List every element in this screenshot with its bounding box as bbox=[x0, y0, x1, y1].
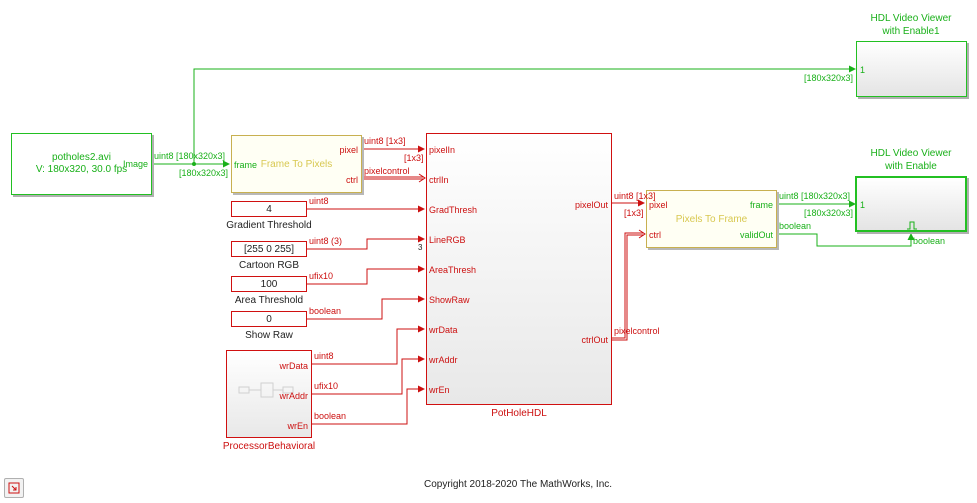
viewer1-dim-label: [180x320x3] bbox=[804, 73, 854, 83]
processor-behavioral-block[interactable]: wrData wrAddr wrEn bbox=[226, 350, 312, 438]
valid-signal-type: boolean bbox=[779, 221, 812, 231]
hdl-in-wraddr: wrAddr bbox=[429, 355, 458, 365]
hdl-in-gradthresh: GradThresh bbox=[429, 205, 478, 215]
hdl-in-pixelin: pixelIn bbox=[429, 145, 456, 155]
constant-value: 100 bbox=[260, 279, 278, 290]
viewer1-title-line2: with Enable1 bbox=[882, 26, 940, 37]
viewer2-title-line1: HDL Video Viewer bbox=[870, 148, 952, 159]
hdl-ctrl-signal-type: pixelcontrol bbox=[614, 326, 660, 336]
wren-signal-type: boolean bbox=[314, 411, 347, 421]
cartoon-rgb-constant[interactable]: [255 0 255] bbox=[231, 241, 307, 257]
showraw-signal-type: boolean bbox=[309, 306, 342, 316]
f2p-out-ctrl: ctrl bbox=[346, 175, 358, 185]
p2f-out-validout: validOut bbox=[739, 230, 773, 240]
proc-out-wren: wrEn bbox=[287, 421, 308, 431]
frame-to-pixels-title: Frame To Pixels bbox=[260, 159, 333, 170]
pixels-to-frame-title: Pixels To Frame bbox=[675, 214, 748, 225]
hdl-video-viewer-enable1-block[interactable]: 1 bbox=[856, 41, 967, 97]
pothole-hdl-block[interactable]: pixelIn ctrlIn GradThresh LineRGB 3 Area… bbox=[418, 133, 612, 405]
viewer2-in-port: 1 bbox=[860, 200, 866, 210]
source-format: V: 180x320, 30.0 fps bbox=[35, 164, 128, 175]
source-signal-type: uint8 [180x320x3] bbox=[154, 151, 226, 161]
area-threshold-constant[interactable]: 100 bbox=[231, 276, 307, 292]
pothole-hdl-label: PotHoleHDL bbox=[491, 408, 547, 419]
linergb-dim: 3 bbox=[418, 243, 423, 252]
viewer2-title-line2: with Enable bbox=[885, 161, 937, 172]
hdl-in-wren: wrEn bbox=[429, 385, 450, 395]
source-signal-dim: [180x320x3] bbox=[179, 168, 229, 178]
processor-behavioral-label: ProcessorBehavioral bbox=[222, 441, 316, 452]
hdl-in-areathresh: AreaThresh bbox=[429, 265, 477, 275]
copyright-text: Copyright 2018-2020 The MathWorks, Inc. bbox=[423, 479, 613, 490]
enable-port-icon bbox=[907, 221, 917, 230]
viewer2-dim-label: [180x320x3] bbox=[804, 208, 854, 218]
pixel-signal-type: uint8 [1x3] bbox=[364, 136, 406, 146]
show-raw-constant[interactable]: 0 bbox=[231, 311, 307, 327]
hdl-out-ctrlout: ctrlOut bbox=[581, 335, 608, 345]
proc-out-wraddr: wrAddr bbox=[279, 391, 308, 401]
gradient-signal-type: uint8 bbox=[309, 196, 329, 206]
hdl-video-viewer-enable-block[interactable]: 1 bbox=[855, 176, 967, 232]
subsystem-thumbnail-icon bbox=[238, 382, 294, 398]
hdl-in-wrdata: wrData bbox=[429, 325, 458, 335]
hdl-in-ctrlin: ctrlIn bbox=[429, 175, 449, 185]
video-source-block[interactable]: potholes2.avi V: 180x320, 30.0 fps Image bbox=[11, 133, 152, 195]
f2p-out-pixel: pixel bbox=[339, 145, 358, 155]
rgb-signal-type: uint8 (3) bbox=[309, 236, 343, 246]
show-raw-label: Show Raw bbox=[245, 330, 293, 341]
constant-value: 0 bbox=[266, 314, 272, 325]
hdl-out-pixelout: pixelOut bbox=[574, 200, 608, 210]
area-signal-type: ufix10 bbox=[309, 271, 334, 281]
hdl-in-linergb: LineRGB bbox=[429, 235, 466, 245]
viewer2-enable-type: boolean bbox=[913, 236, 946, 246]
p2f-in-ctrl: ctrl bbox=[649, 230, 661, 240]
area-threshold-label: Area Threshold bbox=[234, 295, 304, 306]
gradient-threshold-label: Gradient Threshold bbox=[226, 220, 312, 231]
fit-view-button[interactable] bbox=[4, 478, 24, 498]
gradient-threshold-constant[interactable]: 4 bbox=[231, 201, 307, 217]
fit-to-view-icon bbox=[8, 482, 20, 494]
viewer1-in-port: 1 bbox=[860, 65, 866, 75]
pixels-to-frame-block[interactable]: Pixels To Frame pixel ctrl frame validOu… bbox=[646, 190, 777, 248]
constant-value: 4 bbox=[266, 204, 272, 215]
hdl-in-showraw: ShowRaw bbox=[429, 295, 470, 305]
p2f-out-frame: frame bbox=[749, 200, 773, 210]
wrdata-signal-type: uint8 bbox=[314, 351, 334, 361]
proc-out-wrdata: wrData bbox=[279, 361, 308, 371]
ctrl-signal-type: pixelcontrol bbox=[364, 166, 410, 176]
source-port-label: Image bbox=[122, 159, 148, 169]
p2f-in-pixel: pixel bbox=[649, 200, 668, 210]
pixel-signal-dim: [1x3] bbox=[404, 153, 424, 163]
hdl-pixel-signal-type: uint8 [1x3] bbox=[614, 191, 656, 201]
hdl-pixel-signal-dim: [1x3] bbox=[624, 208, 644, 218]
f2p-in-port: frame bbox=[234, 160, 258, 170]
wraddr-signal-type: ufix10 bbox=[314, 381, 339, 391]
viewer1-title-line1: HDL Video Viewer bbox=[870, 13, 952, 24]
frame-to-pixels-block[interactable]: Frame To Pixels frame pixel ctrl bbox=[231, 135, 362, 193]
source-file-name: potholes2.avi bbox=[52, 152, 111, 163]
cartoon-rgb-label: Cartoon RGB bbox=[238, 260, 300, 271]
frame-signal-type: uint8 [180x320x3] bbox=[779, 191, 851, 201]
constant-value: [255 0 255] bbox=[243, 244, 295, 255]
